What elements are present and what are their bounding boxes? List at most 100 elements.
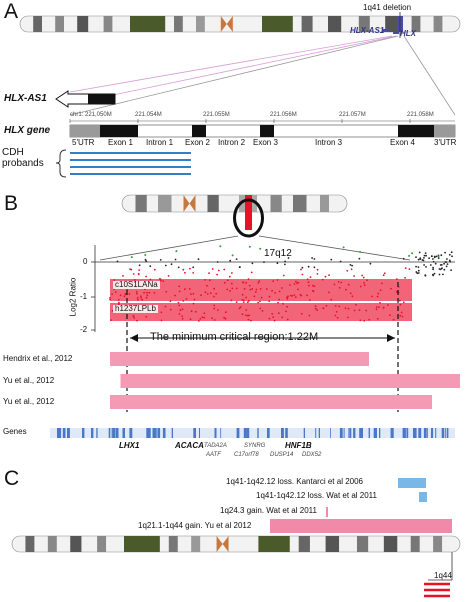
chromosome-body <box>121 194 348 213</box>
data-point <box>204 291 207 294</box>
data-point <box>437 257 440 259</box>
data-point <box>404 276 406 279</box>
data-point <box>338 305 341 308</box>
data-point <box>382 307 385 309</box>
data-point <box>213 304 216 307</box>
data-point <box>408 254 411 257</box>
data-point <box>259 247 262 250</box>
centromere <box>226 16 233 32</box>
gene-stripe <box>246 428 250 438</box>
coord-label: 221.057M <box>339 112 366 118</box>
data-point <box>415 256 417 258</box>
gene-stripe <box>281 428 284 438</box>
chromosome-band <box>103 16 113 32</box>
chromosome-17-ideogram <box>121 194 348 213</box>
data-point <box>226 279 229 282</box>
data-point <box>428 257 430 260</box>
data-point <box>297 288 299 291</box>
panel-label-c: C <box>4 467 20 490</box>
data-point <box>286 318 289 321</box>
data-point <box>185 298 188 300</box>
data-point <box>119 294 122 297</box>
arrow-head-right <box>387 334 395 342</box>
exon-1-label: Exon 1 <box>108 138 133 147</box>
data-point <box>229 259 232 262</box>
data-point <box>416 272 419 275</box>
data-point <box>344 307 347 309</box>
data-point <box>213 307 216 310</box>
data-point <box>432 266 434 269</box>
gene-stripe <box>243 428 247 438</box>
data-point <box>169 308 172 311</box>
cnv-label: 1q24.3 gain. Wat et al 2011 <box>220 506 317 515</box>
data-point <box>375 308 378 311</box>
data-point <box>398 299 401 302</box>
gene-stripe <box>193 428 196 438</box>
data-point <box>184 288 186 291</box>
data-point <box>248 314 251 317</box>
data-point <box>282 274 285 277</box>
data-point <box>313 285 316 287</box>
data-point <box>312 290 315 293</box>
coord-label: 221.056M <box>270 112 297 118</box>
data-point <box>408 268 411 270</box>
data-point <box>219 245 222 248</box>
sample-band-1 <box>110 279 412 301</box>
data-point <box>257 282 260 284</box>
study-label: Yu et al., 2012 <box>3 397 55 406</box>
chromosome-band <box>47 536 57 552</box>
hlx-as1-small-block <box>382 29 388 32</box>
data-point <box>162 280 165 282</box>
data-point <box>165 290 168 293</box>
data-point <box>109 297 111 299</box>
gene-stripe <box>348 428 350 438</box>
data-point <box>376 295 379 298</box>
data-point <box>181 315 184 317</box>
data-point <box>123 295 126 298</box>
data-point <box>402 301 405 304</box>
chromosome-band <box>301 16 313 32</box>
gene-stripe <box>91 428 94 438</box>
data-point <box>402 257 405 260</box>
centromere <box>220 16 227 32</box>
data-point <box>350 268 353 271</box>
data-point <box>450 251 453 254</box>
data-point <box>355 303 357 306</box>
data-point <box>440 254 443 257</box>
gene-stripe <box>390 428 392 438</box>
data-point <box>213 319 216 321</box>
data-point <box>132 273 135 275</box>
data-point <box>213 295 215 298</box>
data-point <box>201 316 204 318</box>
data-point <box>200 294 203 297</box>
data-point <box>110 319 112 321</box>
ytick-label: -1 <box>80 292 88 301</box>
data-point <box>113 279 116 281</box>
data-point <box>336 316 339 319</box>
data-point <box>285 310 287 313</box>
gene-label-tada2a: TADA2A <box>204 443 227 449</box>
data-point <box>260 296 263 299</box>
data-point <box>132 315 135 317</box>
sample-label-1: c10S1LANa <box>113 280 160 289</box>
data-point <box>250 271 253 274</box>
data-point <box>109 298 111 301</box>
data-point <box>438 273 441 276</box>
data-point <box>451 255 453 258</box>
data-point <box>188 288 191 290</box>
data-point <box>242 281 245 284</box>
data-point <box>340 281 343 284</box>
data-point <box>322 307 325 309</box>
data-point <box>423 254 426 257</box>
data-point <box>375 306 378 308</box>
data-point <box>193 298 196 301</box>
data-point <box>153 268 156 271</box>
data-point <box>368 318 371 321</box>
data-point <box>253 295 256 298</box>
data-point <box>307 281 310 284</box>
utr5-label: 5'UTR <box>72 138 95 147</box>
gene-stripe <box>368 428 370 438</box>
gene-stripe <box>446 428 449 438</box>
gene-stripe <box>414 428 417 438</box>
data-point <box>366 279 368 282</box>
